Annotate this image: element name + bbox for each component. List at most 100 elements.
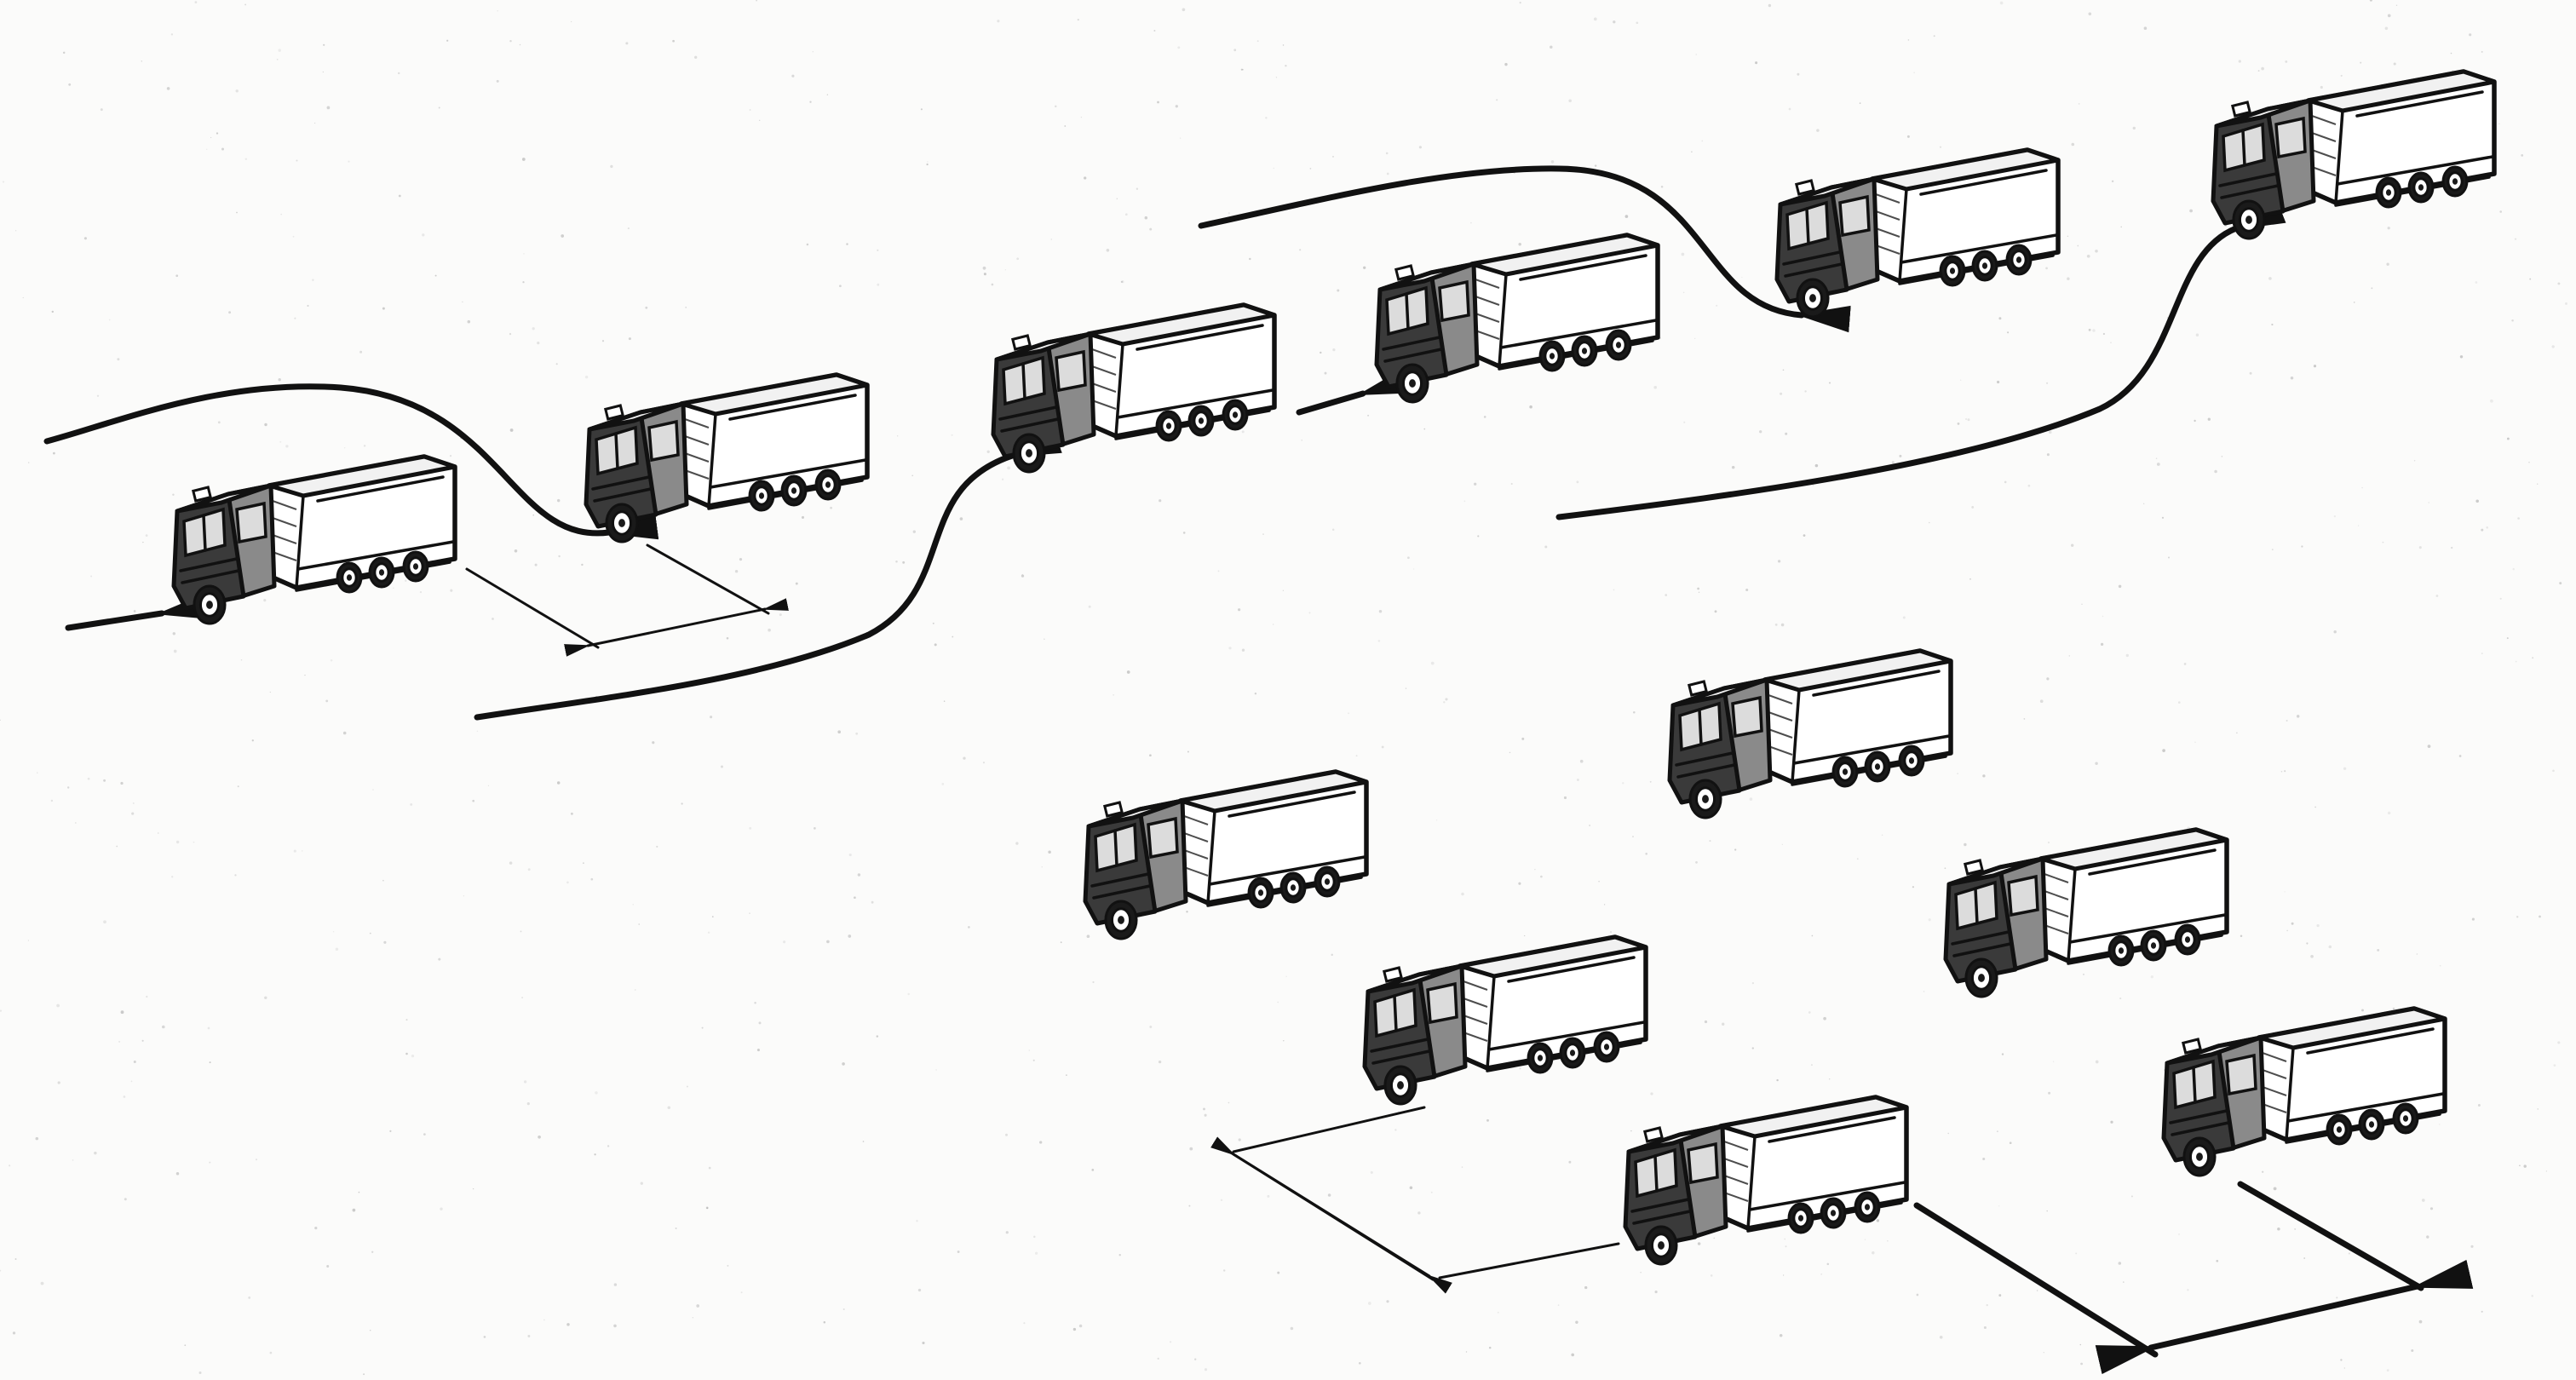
truck-side-window: [1838, 194, 1871, 238]
wheel-hub: [2336, 1126, 2343, 1133]
wheel-hub: [1581, 348, 1588, 354]
wheel-hub: [2452, 178, 2458, 185]
extension-line: [1438, 1242, 1620, 1279]
truck-grille: [1630, 1198, 1692, 1225]
wheel-hub: [1198, 417, 1205, 424]
truck-grille: [2218, 172, 2280, 199]
tarp-seam: [1900, 233, 2058, 264]
wheel-hub: [618, 519, 625, 527]
cab-roof-hatch: [1010, 334, 1032, 351]
truck-tarp-roof: [1086, 302, 1277, 347]
truck-tarp-roof: [267, 454, 457, 498]
cab-roof-hatch: [603, 404, 625, 421]
wheel-hub: [1026, 449, 1032, 457]
wheel-hub: [1165, 423, 1172, 429]
truck-side-window: [2274, 116, 2307, 159]
tarp-shading: [2262, 1052, 2287, 1113]
wheel-hub: [825, 481, 831, 488]
wheel-hub: [1809, 294, 1816, 302]
tarp-seam: [709, 458, 867, 489]
wheel-hub: [2150, 942, 2157, 949]
tarp-shading: [272, 500, 297, 561]
tarp-edge: [1206, 809, 1216, 905]
truck-side-window: [1055, 349, 1087, 393]
wheel-hub: [758, 492, 765, 499]
cab-roof-hatch: [1963, 859, 1985, 876]
tarp-edge: [1746, 1135, 1757, 1230]
truck-cab-roof: [175, 483, 273, 514]
truck-tarp-roof: [1762, 648, 1953, 693]
route-arrows: [43, 165, 2286, 721]
tarp-shading: [1723, 1141, 1749, 1202]
truck-tarp-roof: [2306, 69, 2497, 113]
truck-cab-roof: [1946, 856, 2045, 887]
wheel-hub: [1409, 379, 1416, 388]
tarp-seam: [1768, 1116, 1896, 1143]
truck-cab-roof: [1366, 963, 1464, 994]
truck-cab-roof: [994, 331, 1093, 362]
wheel-hub: [1797, 1215, 1804, 1222]
tarp-seam: [1519, 254, 1647, 281]
wheel-hub: [2385, 189, 2392, 196]
tarp-seam: [1748, 1181, 1906, 1211]
truck-tarp-roof: [1469, 233, 1660, 277]
tarp-shading: [1091, 348, 1117, 410]
windshield-divider: [1405, 292, 1410, 331]
tarp-seam: [2306, 1027, 2435, 1055]
truck-cab-roof: [1778, 176, 1877, 207]
truck-side-window: [647, 419, 680, 463]
truck-top-left-lead: [171, 454, 457, 625]
route-arrow-middle-short: [1296, 364, 1419, 416]
wheel-hub: [206, 601, 213, 609]
truck-layer: [171, 69, 2497, 1266]
route-arrow-right-lower: [1555, 198, 2286, 520]
truck-dispersed-1: [1083, 769, 1369, 940]
truck-grille: [998, 405, 1060, 433]
wheel-hub: [1257, 889, 1264, 896]
truck-cab-roof: [1626, 1124, 1725, 1154]
truck-side-window: [1687, 1141, 1719, 1185]
windshield-divider: [1805, 207, 1810, 245]
truck-top-left-rear: [584, 372, 870, 543]
truck-tarp-roof: [1458, 934, 1648, 979]
windshield-divider: [2192, 1066, 2197, 1104]
tarp-edge: [2067, 867, 2077, 963]
truck-top-middle-rear: [1374, 233, 1660, 404]
wheel-hub: [346, 574, 353, 581]
wheel-hub: [1842, 768, 1849, 775]
truck-grille: [2169, 1109, 2230, 1136]
truck-cab-roof: [2214, 98, 2313, 129]
tarp-edge: [1114, 342, 1124, 438]
truck-dispersed-2: [1667, 648, 1953, 819]
truck-cab-roof: [2165, 1035, 2263, 1066]
cab-roof-hatch: [1794, 179, 1816, 196]
cab-roof-hatch: [2230, 101, 2252, 118]
truck-grille: [1675, 751, 1736, 779]
route-arrow-left-lower: [65, 590, 217, 631]
wheel-hub: [2184, 936, 2191, 943]
wheel-hub: [2368, 1121, 2375, 1128]
wheel-hub: [1864, 1204, 1871, 1210]
truck-top-middle-lead: [991, 302, 1277, 474]
wheel-hub: [1537, 1055, 1544, 1061]
tarp-seam: [1507, 956, 1636, 983]
wheel-hub: [791, 487, 797, 494]
wheel-hub: [2118, 947, 2125, 954]
tarp-shading: [1475, 279, 1500, 340]
truck-top-right-lead: [1774, 147, 2061, 319]
windshield-divider: [614, 432, 619, 470]
tarp-seam: [2088, 848, 2217, 876]
tarp-seam: [1499, 319, 1658, 349]
wheel-hub: [1830, 1210, 1837, 1216]
tarp-shading: [1875, 193, 1900, 255]
tarp-seam: [2336, 155, 2494, 186]
truck-dispersed-3: [1943, 827, 2229, 998]
tarp-edge: [2334, 109, 2344, 204]
truck-cab-roof: [1670, 677, 1769, 708]
wheel-hub: [1549, 353, 1555, 359]
tarp-seam: [1792, 734, 1951, 765]
truck-grille: [1090, 872, 1152, 900]
tarp-seam: [1812, 670, 1941, 697]
wheel-hub: [1874, 763, 1881, 770]
